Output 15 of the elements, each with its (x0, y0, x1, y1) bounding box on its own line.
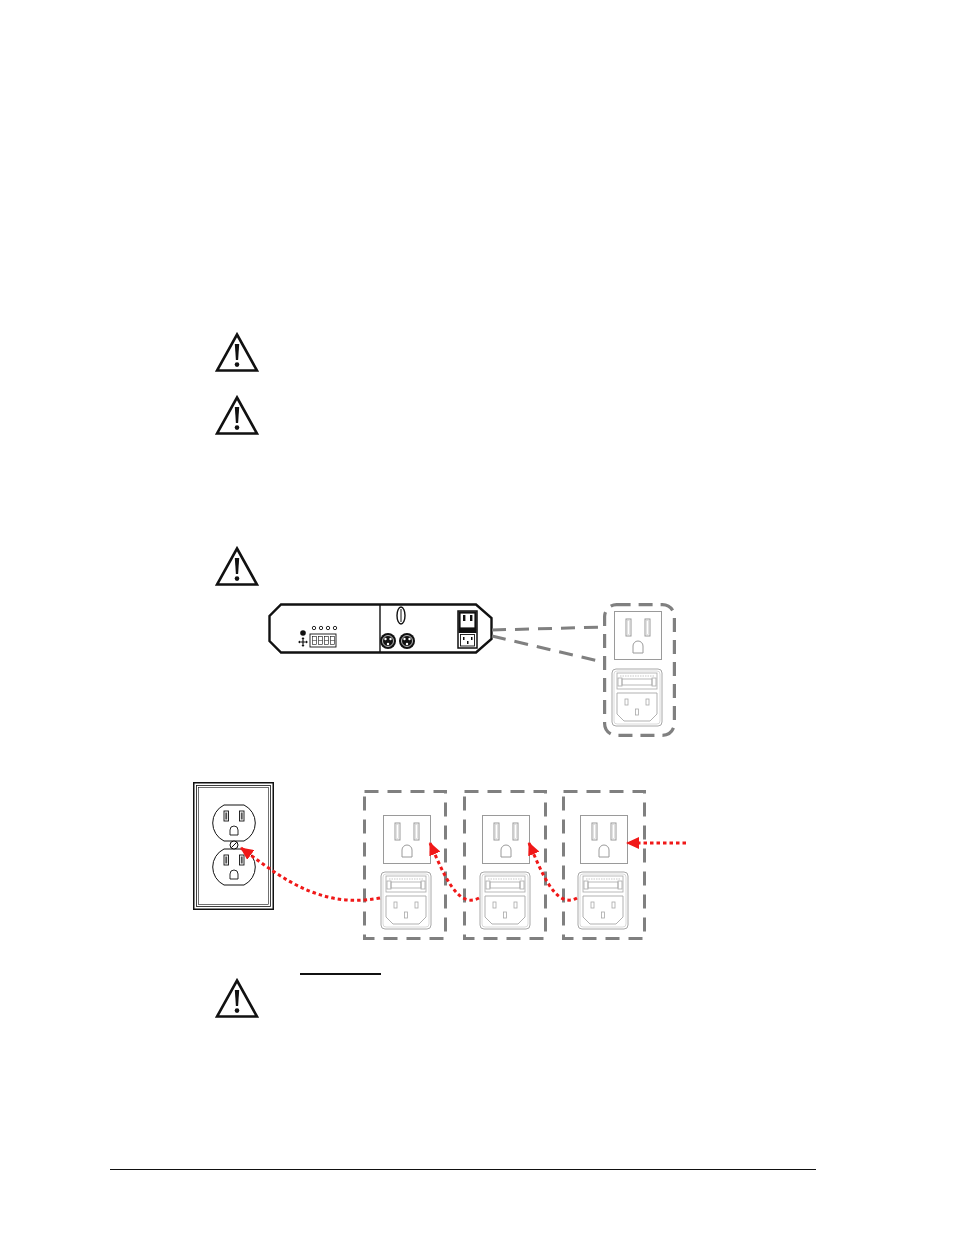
power-outlet-drawing (482, 815, 530, 864)
wall-outlet-drawing (193, 782, 274, 910)
power-panel-callout (603, 603, 676, 737)
power-inlet-drawing (479, 871, 531, 930)
dotted-arrow (626, 837, 686, 849)
dotted-arrow (428, 842, 480, 902)
device-drawing (268, 603, 493, 654)
power-panel-frame (363, 790, 447, 940)
power-inlet-drawing (380, 871, 432, 930)
dotted-arrow (240, 846, 381, 902)
power-panel-frame (562, 790, 646, 940)
power-inlet-drawing (577, 871, 629, 930)
power-outlet-drawing (383, 815, 431, 864)
power-outlet-drawing (580, 815, 628, 864)
power-panel-frame (463, 790, 547, 940)
